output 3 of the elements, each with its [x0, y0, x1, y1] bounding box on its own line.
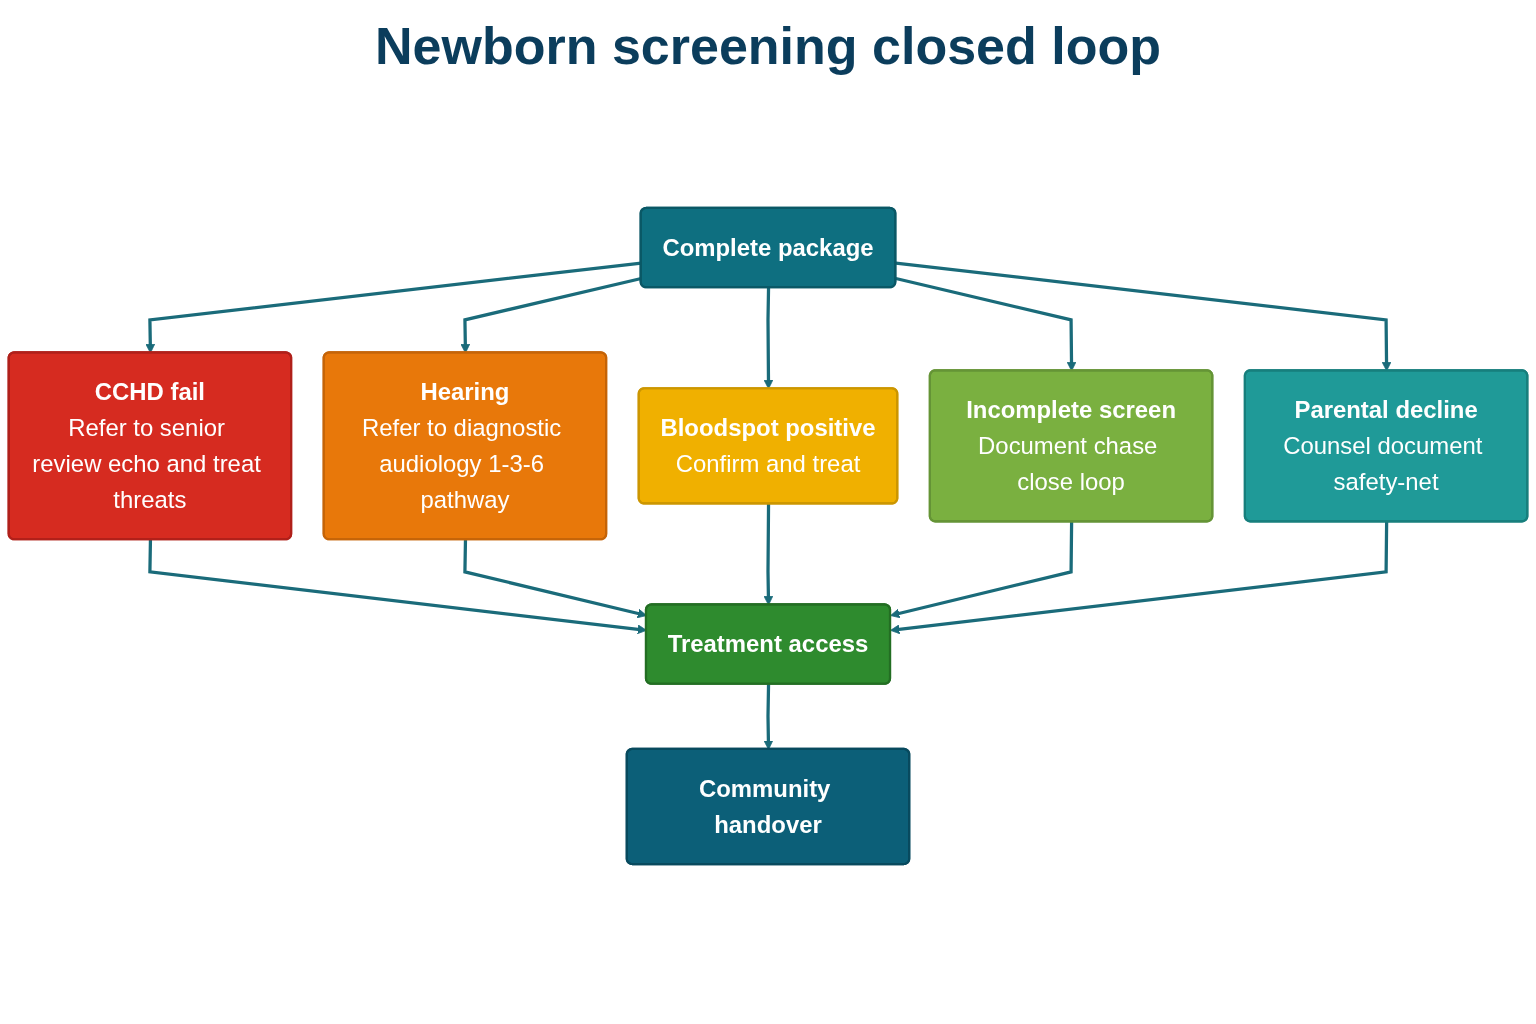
diagram-title: Newborn screening closed loop [375, 16, 1161, 76]
arrow [890, 521, 1074, 619]
arrow [890, 521, 1389, 635]
